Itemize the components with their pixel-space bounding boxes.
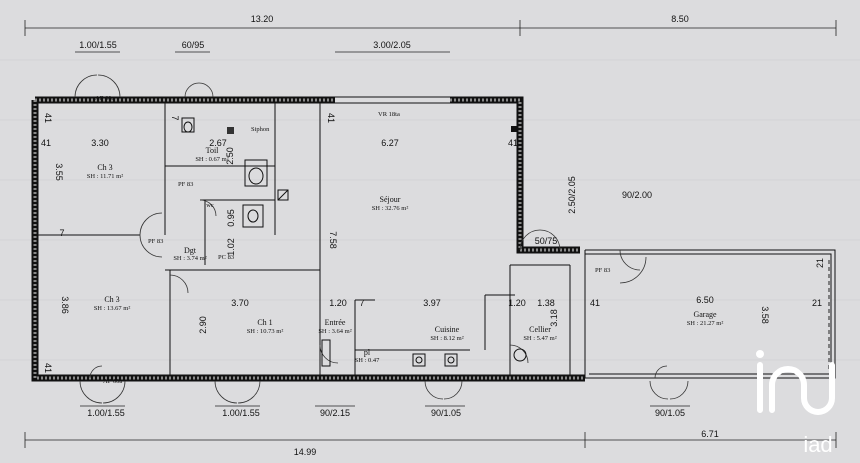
room-cuisine-name: Cuisine (435, 325, 460, 334)
wall-21-a: 21 (815, 258, 825, 268)
room-ch3-bottom-name: Ch 3 (104, 295, 119, 304)
wall-41-c: 41 (326, 113, 336, 123)
room-placard-name: pl (364, 348, 371, 357)
dim-250: 2.50 (225, 147, 235, 165)
tag-af-bottom: AF 60a (103, 378, 122, 385)
bottom-left-total-dim: 14.99 (294, 447, 317, 457)
top-dimension-lines (24, 20, 837, 53)
dim-side-90-200: 90/2.00 (622, 190, 652, 200)
wall-7-c: 7 (359, 298, 364, 308)
iad-logo-text: iad (803, 432, 832, 457)
window-dim-bottom-2: 1.00/1.55 (222, 408, 260, 418)
bottom-right-total-dim: 6.71 (701, 429, 719, 439)
room-entree-name: Entrée (325, 318, 346, 327)
tag-vr-top: VR 18ta (378, 111, 400, 118)
room-degt-area: SH : 3.74 m² (173, 255, 206, 262)
room-entree-area: SH : 3.64 m² (318, 328, 351, 335)
tag-pf83-b: PF 83 (178, 181, 193, 188)
room-toilet-area: SH : 0.67 m² (195, 156, 228, 163)
wall-41-a: 41 (43, 113, 53, 123)
dim-102: 1.02 (226, 238, 236, 256)
tag-pf83-c: PF 83 (595, 267, 610, 274)
interior-walls (38, 103, 571, 375)
dim-095: 0.95 (226, 209, 236, 227)
dim-318: 3.18 (549, 309, 559, 327)
room-cellier-area: SH : 5.47 m² (523, 335, 556, 342)
room-wc-name: wc (206, 202, 214, 209)
window-arcs-bottom (79, 380, 689, 404)
dim-355: 3.55 (54, 163, 64, 181)
top-right-total-dim: 8.50 (671, 14, 689, 24)
window-dim-bottom-4: 90/1.05 (431, 408, 461, 418)
wall-41-d: 41 (508, 138, 518, 148)
window-arcs-top (74, 74, 214, 98)
room-placard-area: SH : 0.47 (355, 357, 380, 364)
room-garage-area: SH : 21.27 m² (687, 320, 724, 327)
wall-7-b: 7 (59, 228, 64, 238)
wall-41-b: 41 (43, 363, 53, 373)
room-degt-name: Dgt (184, 246, 197, 255)
window-dim-bottom-1: 1.00/1.55 (87, 408, 125, 418)
window-dim-bottom-3: 90/2.15 (320, 408, 350, 418)
iad-logo: iad (756, 350, 835, 457)
room-sejour-area: SH : 32.76 m² (372, 205, 409, 212)
dim-side-250-205: 2.50/2.05 (567, 176, 577, 214)
dim-397: 3.97 (423, 298, 441, 308)
dim-330: 3.30 (91, 138, 109, 148)
room-ch1-name: Ch 1 (257, 318, 272, 327)
dim-290: 2.90 (198, 316, 208, 334)
dim-side-50-75: 50/75 (535, 236, 558, 246)
tag-pc83: PC 83 (218, 254, 234, 261)
dim-358: 3.58 (760, 306, 770, 324)
room-toilet-name: Toil (206, 146, 220, 155)
window-dim-top-2: 60/95 (182, 40, 205, 50)
room-cuisine-area: SH : 8.12 m² (430, 335, 463, 342)
dim-267: 2.67 (209, 138, 227, 148)
room-ch3-bottom-area: SH : 13.67 m² (94, 305, 131, 312)
room-ch3-top-name: Ch 3 (97, 163, 112, 172)
top-left-total-dim: 13.20 (251, 14, 274, 24)
exterior-walls (31, 96, 585, 382)
dim-386: 3.86 (60, 296, 70, 314)
tag-pf83-a: PF 83 (148, 238, 163, 245)
wall-41-e: 41 (590, 298, 600, 308)
tag-af-top: AF 60a (95, 95, 114, 102)
bathroom-fixtures (181, 117, 527, 367)
room-ch1-area: SH : 10.73 m² (247, 328, 284, 335)
dim-650: 6.50 (696, 295, 714, 305)
wall-41-f: 41 (41, 138, 51, 148)
dim-120: 1.20 (329, 298, 347, 308)
dim-138: 1.38 (537, 298, 555, 308)
wall-21-b: 21 (812, 298, 822, 308)
bottom-dimension-lines (24, 405, 837, 448)
window-dim-top-3: 3.00/2.05 (373, 40, 411, 50)
dim-120b: 1.20 (508, 298, 526, 308)
dim-758: 7.58 (328, 231, 338, 249)
room-sejour-name: Séjour (380, 195, 401, 204)
door-swings (89, 199, 668, 379)
dim-627: 6.27 (381, 138, 399, 148)
room-cellier-name: Cellier (529, 325, 551, 334)
dim-370: 3.70 (231, 298, 249, 308)
siphon-label: Siphon (251, 126, 270, 133)
window-dim-top-1: 1.00/1.55 (79, 40, 117, 50)
paper-grain (0, 59, 860, 361)
room-ch3-top-area: SH : 11.71 m² (87, 173, 123, 180)
garage-walls (584, 249, 836, 379)
window-dim-bottom-5: 90/1.05 (655, 408, 685, 418)
wall-7-a: 7 (170, 115, 180, 120)
room-garage-name: Garage (693, 310, 717, 319)
